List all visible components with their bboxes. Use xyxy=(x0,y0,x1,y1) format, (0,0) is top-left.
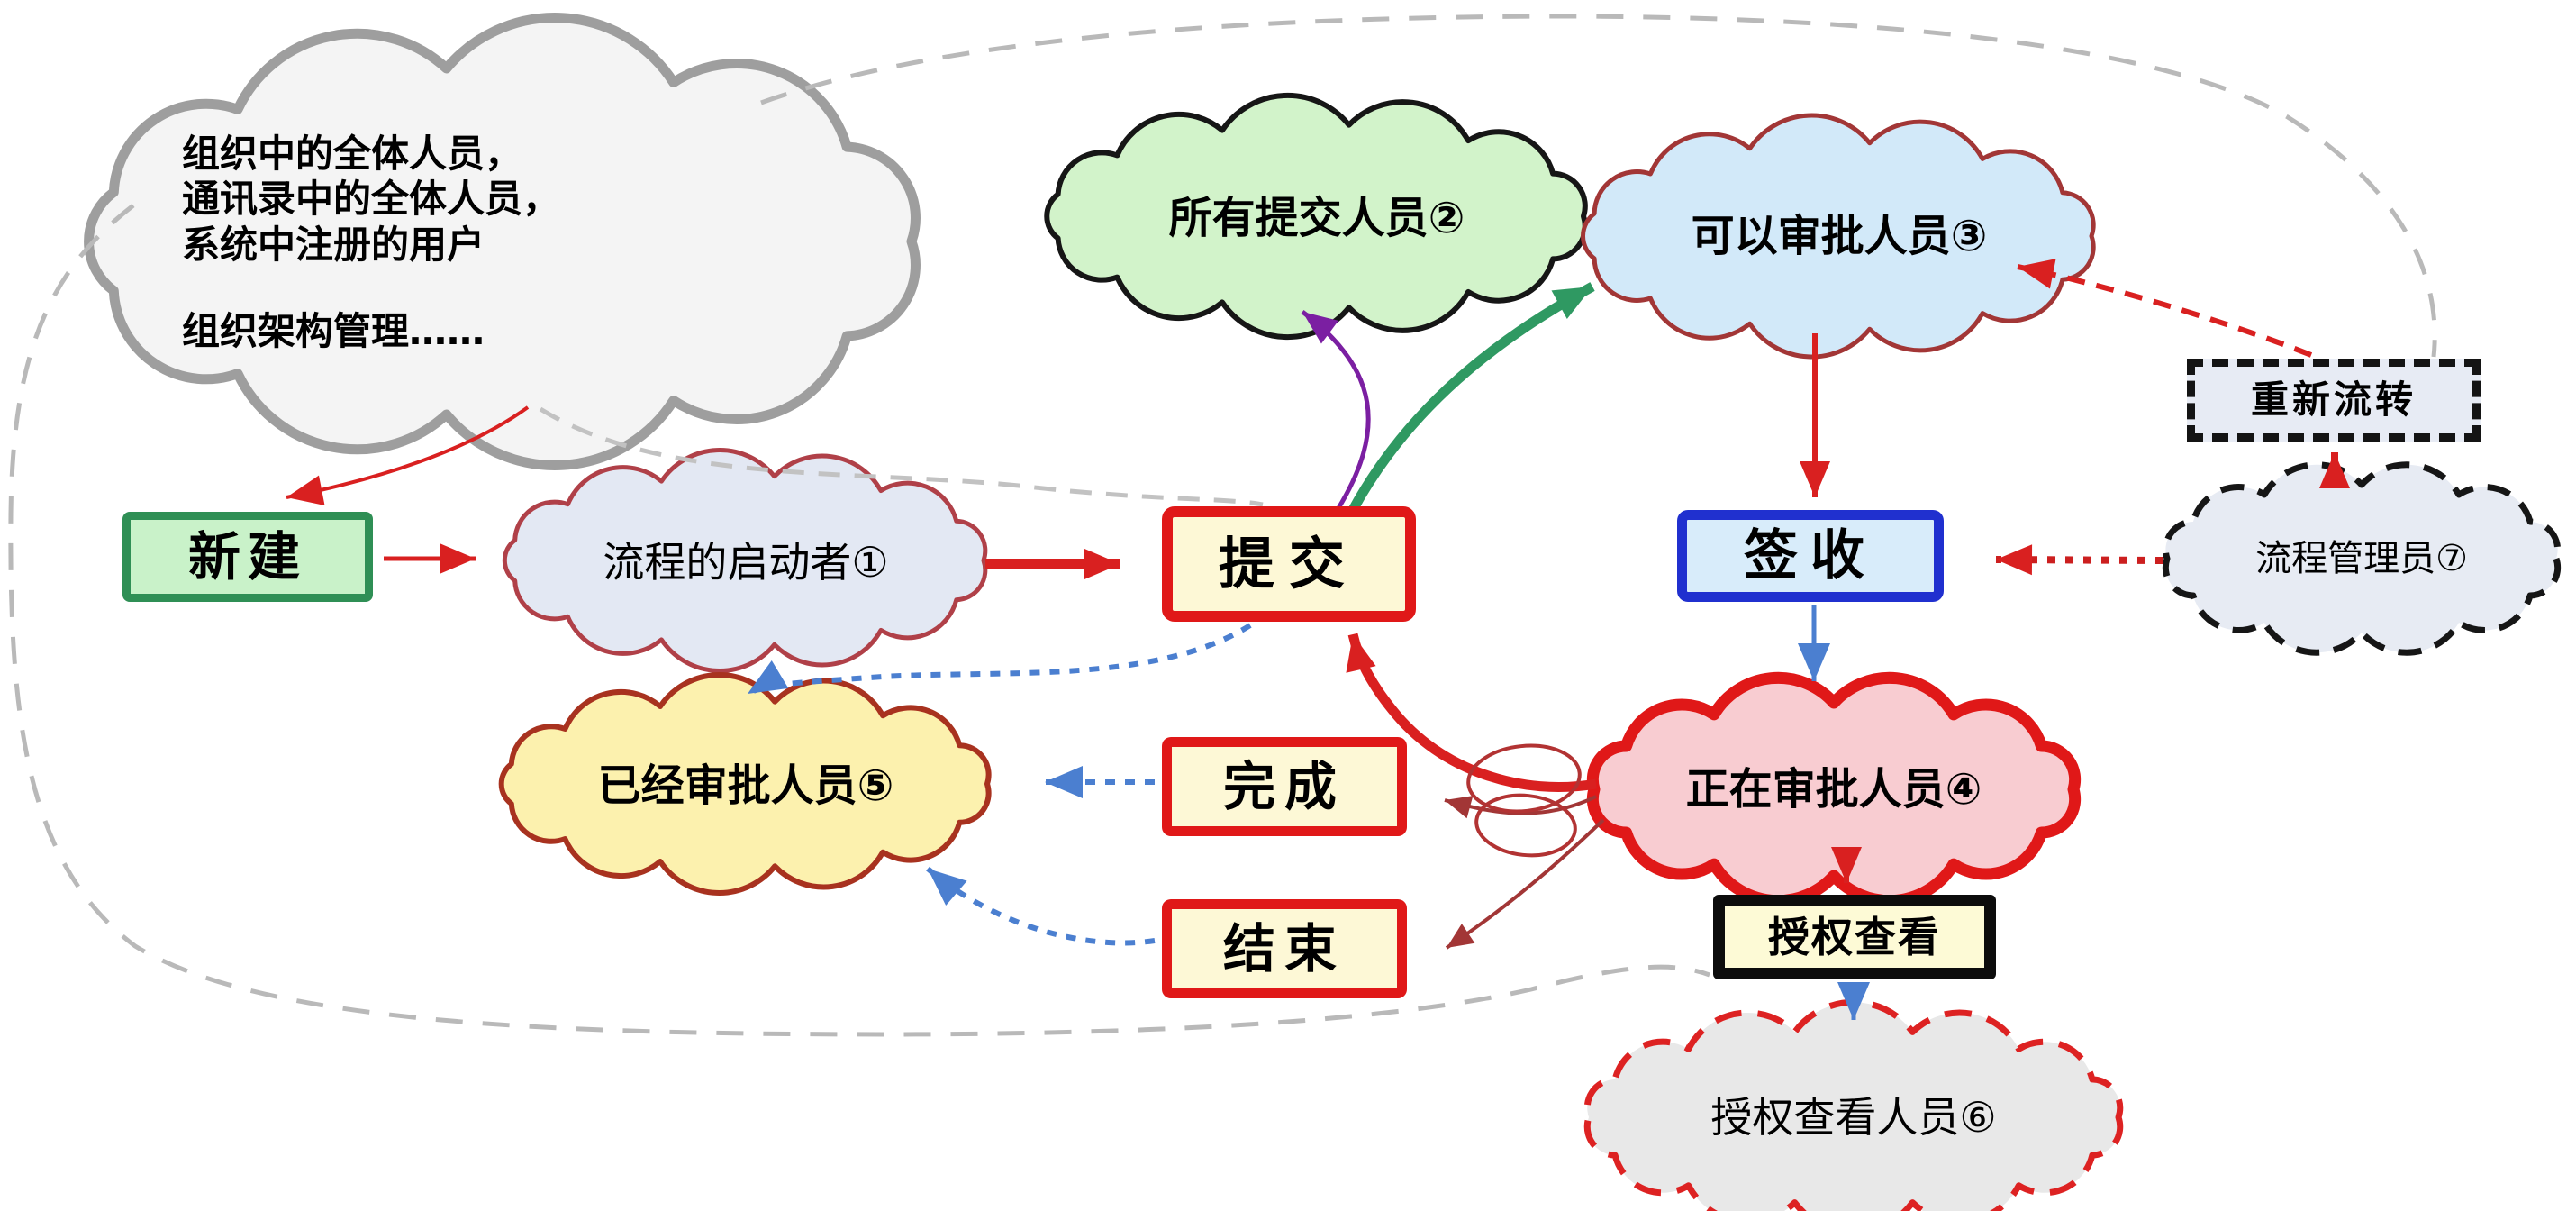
cloud-current-approvers-label: 正在审批人员④ xyxy=(1685,764,1982,815)
arrow-submit-to-approved xyxy=(746,623,1252,697)
node-reroute: 重新流转 xyxy=(2187,359,2481,442)
cloud-approved xyxy=(498,672,992,896)
org-cloud-text: 组织中的全体人员， 通讯录中的全体人员， 系统中注册的用户 组织架构管理…… xyxy=(182,132,812,355)
cloud-approved-label: 已经审批人员⑤ xyxy=(597,760,894,811)
cloud-initiator-label: 流程的启动者① xyxy=(603,538,889,587)
cloud-org xyxy=(84,13,921,470)
node-finish-label: 完成 xyxy=(1222,756,1346,817)
cloud-auth-viewers-label: 授权查看人员⑥ xyxy=(1710,1093,1997,1142)
arrow-current-approvers-to-submit xyxy=(1346,633,1597,792)
arrow-reroute-to-approvers xyxy=(2017,259,2313,358)
arrow-end-to-approved xyxy=(926,866,1156,946)
clouds-layer xyxy=(84,13,2562,1211)
line-crossing-loop-lower xyxy=(1474,793,1577,858)
cloud-admin xyxy=(2162,461,2562,656)
node-reroute-label: 重新流转 xyxy=(2250,378,2417,422)
outer-dashed-boundary-top xyxy=(760,14,2437,358)
cloud-auth-viewers xyxy=(1583,998,2124,1211)
outer-dashed-boundary-left-bottom xyxy=(8,204,1710,1037)
cloud-approvers xyxy=(1581,113,2096,360)
cloud-admin-label: 流程管理员⑦ xyxy=(2255,538,2468,579)
node-submit-label: 提交 xyxy=(1218,531,1359,596)
node-sign-label: 签收 xyxy=(1744,524,1877,587)
node-new-label: 新建 xyxy=(187,526,307,587)
arrow-orgcloud-to-new xyxy=(286,405,530,505)
node-submit: 提交 xyxy=(1162,506,1416,622)
cloud-all-submitters xyxy=(1044,92,1588,341)
cloud-all-submitters-label: 所有提交人员② xyxy=(1168,193,1465,243)
cloud-initiator xyxy=(502,448,988,673)
org-cloud-line: 通讯录中的全体人员， xyxy=(182,177,561,222)
node-end-label: 结束 xyxy=(1222,918,1346,979)
node-new: 新建 xyxy=(122,512,373,602)
node-end: 结束 xyxy=(1162,899,1407,998)
arrow-current-approvers-to-finish xyxy=(1444,795,1597,819)
dashed-connector-orgcloud-to-submit xyxy=(539,406,1264,507)
org-cloud-line: 组织中的全体人员， xyxy=(182,132,523,176)
cloud-approvers-label: 可以审批人员③ xyxy=(1691,211,1988,261)
org-cloud-line: 组织架构管理…… xyxy=(182,309,485,354)
node-finish: 完成 xyxy=(1162,737,1407,836)
arrow-submit-to-all-submitters xyxy=(1301,309,1371,510)
node-auth-view-label: 授权查看 xyxy=(1768,913,1941,961)
line-crossing-loop-upper xyxy=(1466,743,1582,814)
arrow-current-approvers-to-end xyxy=(1445,818,1605,950)
org-cloud-line: 系统中注册的用户 xyxy=(182,222,485,267)
node-auth-view: 授权查看 xyxy=(1713,895,1996,979)
arrow-submit-to-approvers xyxy=(1348,282,1595,513)
cloud-current-approvers xyxy=(1586,671,2082,907)
node-sign: 签收 xyxy=(1677,510,1944,602)
